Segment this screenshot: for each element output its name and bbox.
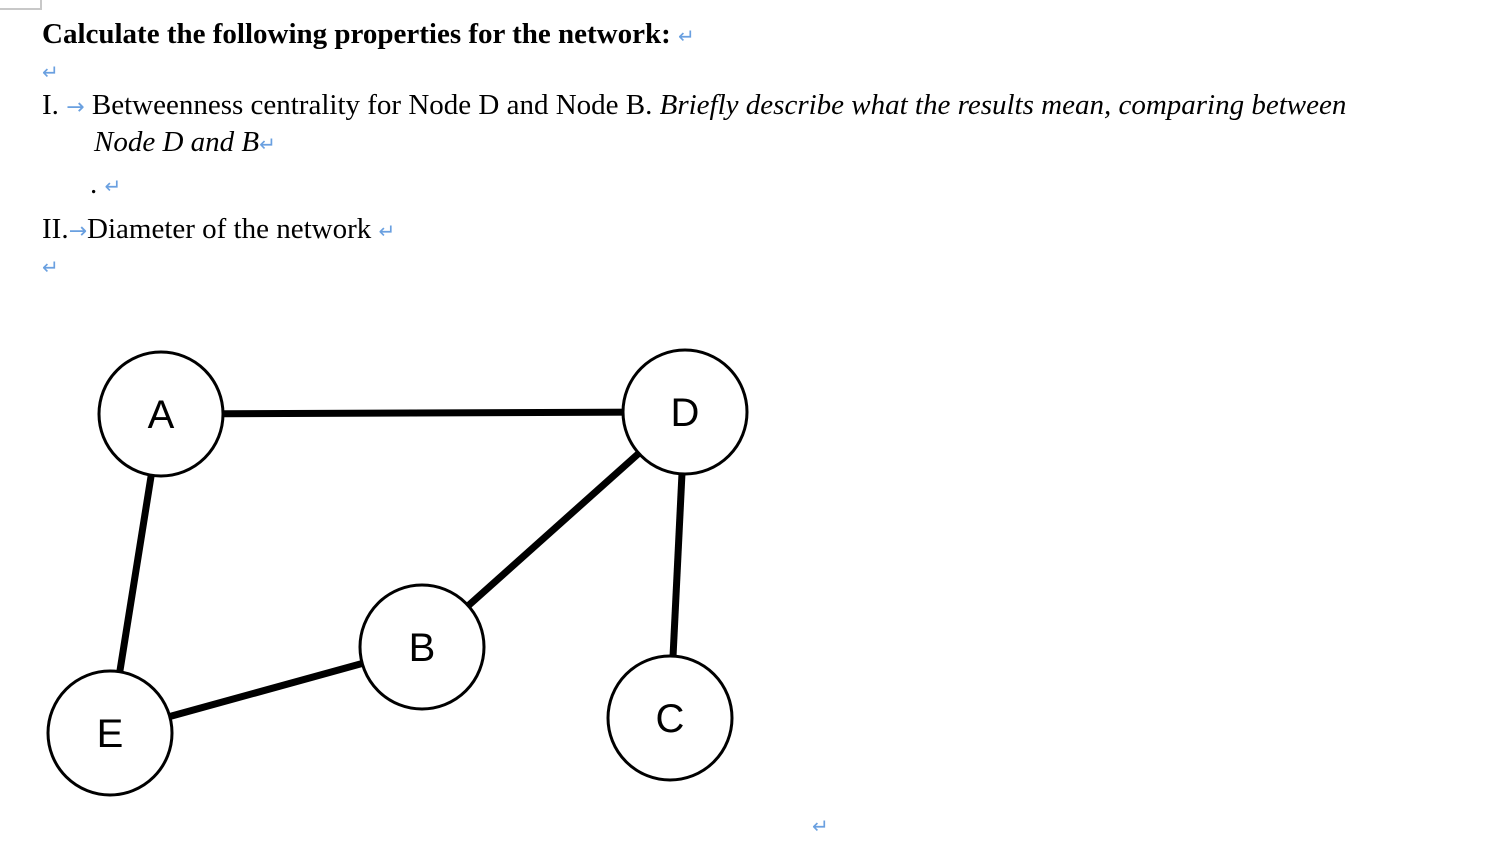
- list-number-1: I.: [42, 89, 59, 121]
- node-circle-e: [46, 669, 174, 797]
- node-label-d: D: [671, 391, 700, 435]
- item1-italic-text: Briefly describe what the results mean, …: [659, 89, 1347, 121]
- node-b: B: [358, 583, 486, 711]
- list-item-1-continuation: Node D and B↵: [94, 124, 276, 162]
- heading-line: Calculate the following properties for t…: [42, 16, 695, 54]
- dot-line: . ↵: [90, 166, 121, 204]
- node-a: A: [97, 350, 225, 478]
- item2-text: Diameter of the network: [87, 213, 372, 245]
- node-c: C: [606, 654, 734, 782]
- node-circle-b: [358, 583, 486, 711]
- tab-arrow-icon: →: [68, 219, 88, 244]
- item1-plain-text: Betweenness centrality for Node D and No…: [91, 89, 653, 121]
- list-item-1: I. → Betweenness centrality for Node D a…: [42, 87, 1346, 126]
- page-corner-mark: [0, 0, 42, 10]
- paragraph-mark-icon: ↵: [42, 255, 59, 279]
- node-label-c: C: [656, 697, 685, 741]
- node-e: E: [46, 669, 174, 797]
- paragraph-mark-icon: ↵: [378, 219, 396, 243]
- paragraph-mark-icon: ↵: [104, 174, 122, 198]
- list-number-2: II.: [42, 213, 69, 245]
- dot-text: .: [90, 168, 98, 200]
- blank-line-2: ↵: [42, 247, 59, 285]
- node-label-e: E: [97, 712, 124, 756]
- paragraph-mark-icon: ↵: [812, 814, 829, 838]
- paragraph-mark-icon: ↵: [42, 60, 59, 84]
- node-d: D: [621, 348, 749, 476]
- paragraph-mark-icon: ↵: [259, 132, 276, 156]
- node-circle-c: [606, 654, 734, 782]
- edge-a-d: [160, 408, 686, 418]
- blank-line-1: ↵: [42, 52, 59, 90]
- node-circle-d: [621, 348, 749, 476]
- tab-arrow-icon: →: [66, 95, 85, 120]
- heading-text: Calculate the following properties for t…: [42, 18, 671, 50]
- node-label-a: A: [148, 393, 175, 437]
- node-circle-a: [97, 350, 225, 478]
- item1-italic-text-2: Node D and B: [94, 126, 260, 158]
- end-mark: ↵: [812, 806, 829, 844]
- node-label-b: B: [409, 626, 436, 670]
- nodes-layer: A D B E C: [46, 348, 749, 797]
- paragraph-mark-icon: ↵: [678, 24, 695, 48]
- list-item-2: II.→Diameter of the network ↵: [42, 211, 395, 250]
